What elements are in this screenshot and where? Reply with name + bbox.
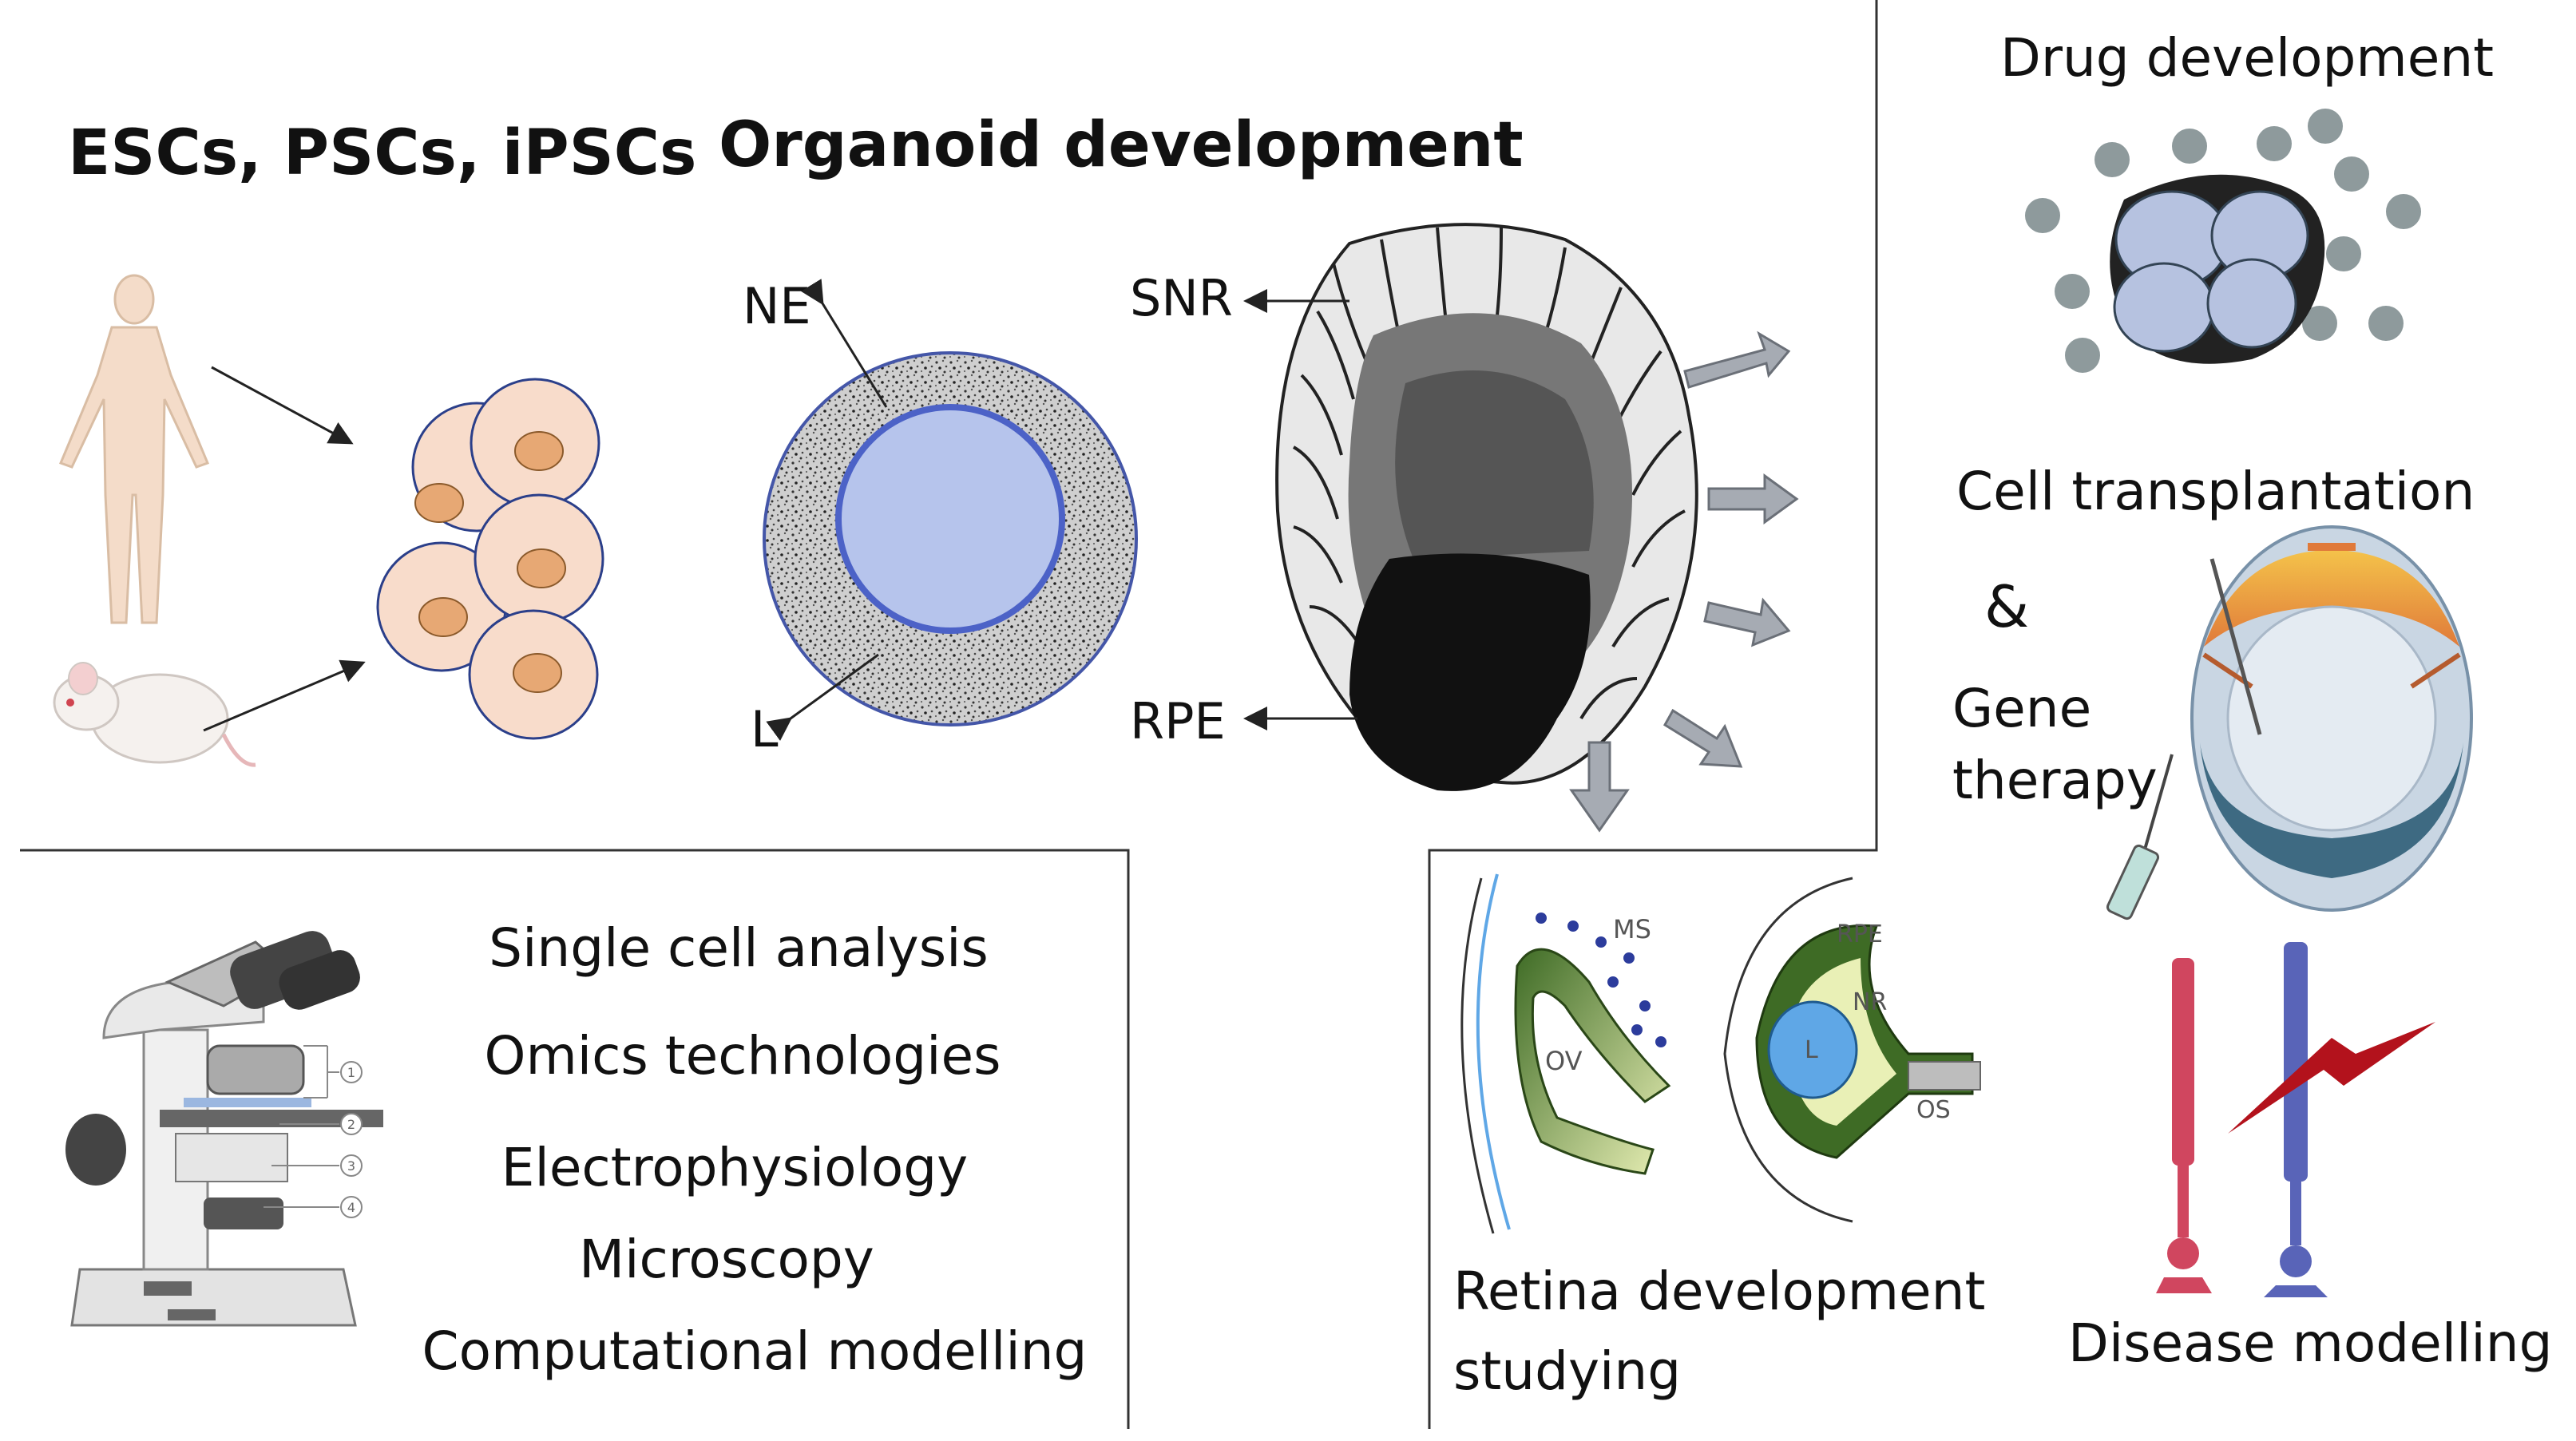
- optic-cup-diagram: RPE NR L OS: [1723, 877, 1981, 1223]
- methods-list: Single cell analysis Omics technologies …: [422, 917, 1088, 1382]
- neuroepithelium-sphere: [763, 351, 1138, 726]
- cell-transplant-label: Cell transplantation: [1956, 461, 2475, 522]
- ne-label: NE: [743, 277, 811, 335]
- ne-pointer: [801, 279, 888, 408]
- method-microscopy: Microscopy: [579, 1229, 874, 1290]
- lens-label: L: [1805, 1036, 1818, 1064]
- callout-3: 3: [347, 1158, 355, 1174]
- rpe-small-label: RPE: [1837, 920, 1883, 948]
- method-omics: Omics technologies: [485, 1025, 1001, 1087]
- method-single-cell: Single cell analysis: [489, 917, 989, 979]
- snr-label: SNR: [1130, 269, 1233, 327]
- eye-cross-section-icon: [2190, 525, 2473, 912]
- callout-2: 2: [347, 1117, 355, 1132]
- retina-label-line2: studying: [1453, 1340, 1681, 1402]
- ov-label: OV: [1545, 1046, 1583, 1076]
- sources-title: ESCs, PSCs, iPSCs: [68, 117, 696, 189]
- l-pointer: [766, 653, 879, 742]
- stem-cell-cluster: [376, 378, 604, 740]
- organoid-title: Organoid development: [719, 109, 1524, 181]
- ampersand: &: [1984, 573, 2029, 640]
- os-label: OS: [1916, 1096, 1951, 1124]
- drug-dots: [2025, 109, 2421, 373]
- panel-borders: [20, 0, 1878, 1429]
- optic-vesicle-diagram: MS OV: [1460, 873, 1671, 1234]
- callout-4: 4: [347, 1200, 355, 1215]
- retina-label-line1: Retina development: [1453, 1261, 1985, 1322]
- drug-label: Drug development: [2000, 27, 2494, 89]
- organoid-cluster-icon: [2110, 174, 2325, 364]
- photoreceptor-rod-red-icon: [2156, 958, 2212, 1293]
- source-arrows: [203, 366, 366, 732]
- lightning-bolt-icon: [2228, 1022, 2435, 1134]
- human-figure-icon: [59, 274, 209, 624]
- ms-label: MS: [1613, 914, 1651, 944]
- mouse-icon: [53, 662, 256, 767]
- rpe-label: RPE: [1130, 692, 1226, 750]
- gene-label-line2: therapy: [1952, 750, 2158, 811]
- optic-cup-organoid: [1275, 223, 1698, 791]
- photoreceptor-rod-blue-icon: [2264, 942, 2328, 1297]
- disease-label: Disease modelling: [2068, 1312, 2552, 1374]
- callout-1: 1: [347, 1065, 355, 1080]
- method-electrophysiology: Electrophysiology: [501, 1137, 968, 1198]
- output-arrows: [1569, 331, 1799, 833]
- microscope-icon: 1 2 3 4: [65, 931, 383, 1327]
- syringe-icon: [2106, 558, 2262, 920]
- gene-label-line1: Gene: [1952, 678, 2091, 739]
- nr-label: NR: [1853, 988, 1887, 1016]
- method-computational: Computational modelling: [422, 1320, 1088, 1382]
- l-label: L: [751, 700, 779, 758]
